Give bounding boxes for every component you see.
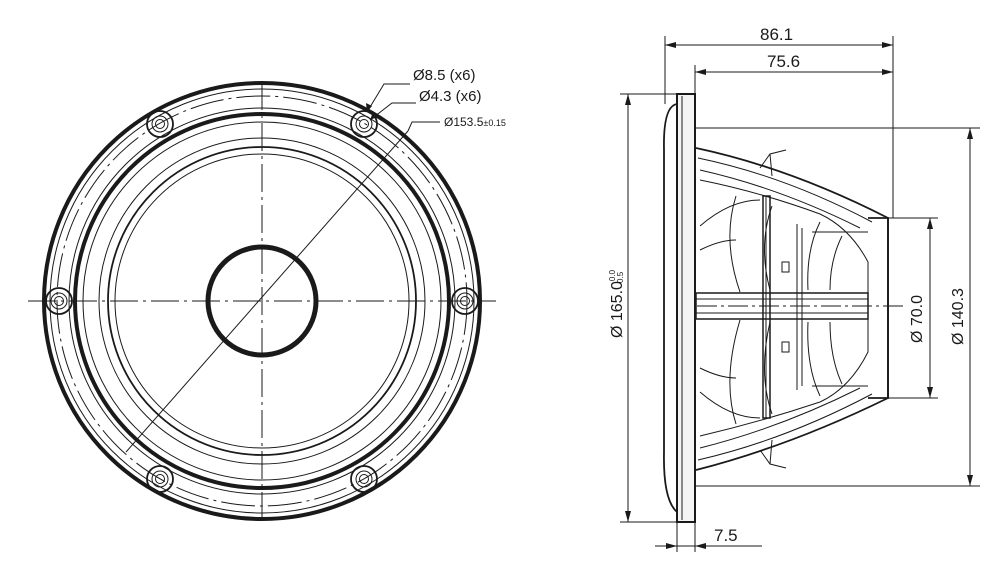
body-depth-label: 75.6 xyxy=(767,52,800,71)
mounting-hole xyxy=(146,465,174,493)
front-view: Ø8.5 (x6) Ø4.3 (x6) Ø153.5±0.15 xyxy=(28,67,506,521)
terminal-tab-top xyxy=(759,149,787,177)
cutout-dia-label: Ø 140.3 xyxy=(950,288,967,345)
frame-dia-label: Ø 165.00.00.5 xyxy=(608,269,626,338)
mounting-hole xyxy=(45,287,73,315)
screw-leader xyxy=(369,102,416,121)
terminal-upper xyxy=(781,261,790,273)
front-cone-bulge xyxy=(663,103,678,513)
side-view: 86.1 75.6 7.5 Ø 165.00.00.5 Ø 140.3 xyxy=(608,25,980,552)
bolt-circle-tolerance: ±0.15 xyxy=(483,118,505,128)
bolt-circle-leader xyxy=(407,121,440,132)
frame-dia-tol-lower: 0.5 xyxy=(616,271,625,283)
screw-diameter-label: Ø4.3 (x6) xyxy=(419,88,482,105)
frame-dia-value: Ø 165.0 xyxy=(609,281,626,338)
basket-lower-web xyxy=(699,367,761,419)
bolt-circle-label: Ø153.5±0.15 xyxy=(444,115,506,129)
basket-lower-rib xyxy=(697,393,873,461)
hole-leader xyxy=(366,83,410,113)
basket-lower-rib xyxy=(699,387,861,449)
basket-upper-outline xyxy=(695,147,889,301)
mounting-hole xyxy=(350,465,378,493)
basket-upper-web xyxy=(699,199,761,251)
magnet-block xyxy=(868,217,889,399)
overall-depth-label: 86.1 xyxy=(760,25,793,44)
terminal-tab-bottom xyxy=(759,439,787,469)
basket-lower-inner xyxy=(699,301,869,437)
basket-upper-rib xyxy=(697,157,873,223)
bolt-circle-value: Ø153.5 xyxy=(444,115,484,129)
mounting-hole xyxy=(146,110,174,138)
flange-thickness-label: 7.5 xyxy=(714,526,738,545)
bolt-circle-diameter-line xyxy=(125,130,409,453)
hole-leader-arrow xyxy=(366,103,372,112)
magnet-dia-label: Ø 70.0 xyxy=(909,295,926,343)
front-flange xyxy=(676,93,696,523)
basket-lower-outline xyxy=(695,301,889,471)
basket-upper-inner xyxy=(699,179,869,301)
screw-leader-arrow xyxy=(370,112,377,120)
terminal-lower xyxy=(781,341,790,353)
basket-upper-rib xyxy=(699,169,861,229)
mounting-hole xyxy=(350,110,378,138)
mounting-hole xyxy=(451,287,479,315)
hole-diameter-label: Ø8.5 (x6) xyxy=(413,67,476,84)
basket-upper-window xyxy=(807,221,843,291)
basket-lower-window xyxy=(807,321,843,397)
frame-dia-tol-upper: 0.0 xyxy=(608,269,617,281)
